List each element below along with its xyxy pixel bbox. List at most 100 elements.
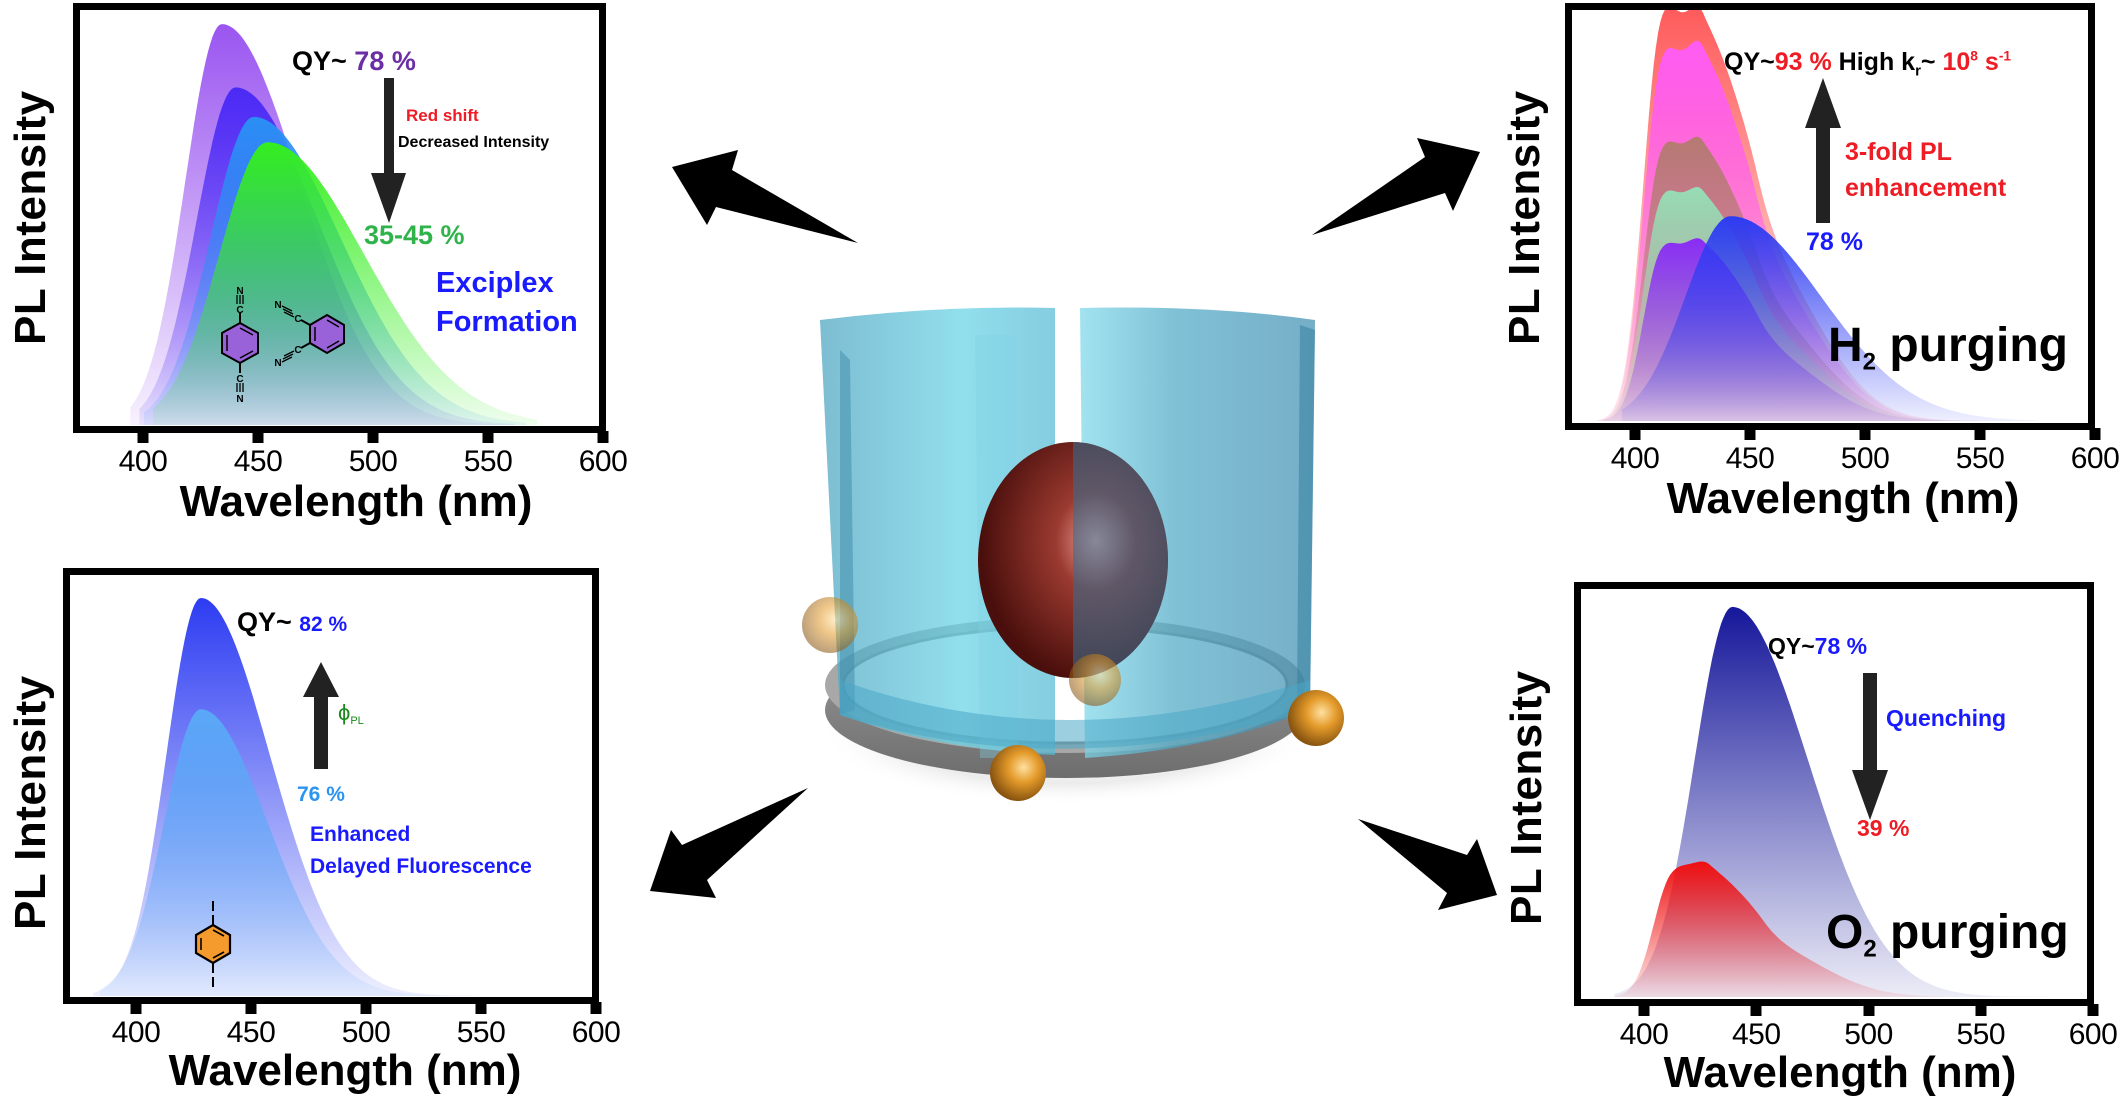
x-tick-label: 400 [118, 445, 168, 478]
atom-n-top: N [236, 286, 243, 297]
down-arrow-icon [1852, 673, 1888, 820]
gas-purging-word: purging [1890, 906, 2069, 959]
x-tick-mark [1859, 428, 1871, 440]
x-tick-label: 600 [571, 1016, 621, 1049]
x-tick-label: 450 [226, 1016, 276, 1049]
h2-purging-label: H2 purging [1828, 318, 2068, 376]
x-tick-mark [597, 431, 609, 443]
atom-c-lower: C [294, 345, 301, 356]
atom-n-lower: N [274, 358, 281, 368]
kr-unit-exponent: -1 [1998, 48, 2012, 64]
final-qy-value: 35-45 % [364, 220, 465, 250]
atom-c-top: C [236, 305, 243, 316]
atom-c-upper: C [294, 314, 301, 325]
qy-kr-label: QY~93 % High kr~ 108 s-1 [1724, 48, 2011, 79]
kr-subscript: r [1915, 62, 1921, 80]
enhancement-label-line2: enhancement [1845, 174, 2007, 202]
kr-tilde: ~ [1920, 48, 1936, 76]
x-tick-mark [2087, 1004, 2099, 1016]
x-tick-mark [590, 1002, 602, 1014]
atom-c-bottom: C [236, 374, 243, 385]
nanoparticle [1069, 654, 1121, 706]
x-tick-label: 500 [341, 1016, 391, 1049]
x-tick-label: 400 [1610, 442, 1660, 475]
spectrum-qy-39- [1614, 861, 1960, 997]
kr-unit: s [1984, 48, 1999, 76]
x-tick-label: 600 [578, 445, 628, 478]
x-tick-label: 600 [2070, 442, 2120, 475]
phthalonitrile-molecule-icon: N C N C [274, 300, 345, 368]
x-tick-label: 550 [463, 445, 513, 478]
red-shift-label: Red shift [406, 106, 479, 125]
exciplex-label-line2: Formation [436, 306, 578, 338]
plot-frame [1574, 582, 2094, 1006]
plot-area-o2 [1614, 606, 2049, 997]
x-tick-label: 600 [2068, 1018, 2118, 1051]
spectrum-qy-78- [1621, 216, 2037, 421]
x-tick-label: 550 [456, 1016, 506, 1049]
x-tick-mark [482, 431, 494, 443]
x-tick-label: 400 [111, 1016, 161, 1049]
exciplex-label-line1: Exciplex [436, 267, 554, 299]
qy-prefix: QY~ [237, 607, 292, 637]
x-tick-label: 450 [1725, 442, 1775, 475]
plot-frame [1565, 3, 2095, 430]
x-tick-label: 500 [1840, 442, 1890, 475]
final-qy-value: 39 % [1857, 815, 1910, 841]
x-axis-label: Wavelength (nm) [179, 477, 533, 526]
phi-symbol: ϕ [338, 700, 351, 725]
x-tick-label: 500 [1844, 1018, 1893, 1051]
qy-value: 78 % [1814, 633, 1868, 659]
x-tick-label: 550 [1956, 1018, 2006, 1051]
x-axis-label: Wavelength (nm) [168, 1046, 522, 1095]
plot-area-delayed [93, 598, 541, 996]
x-tick-mark [137, 431, 149, 443]
x-tick-label: 550 [1955, 442, 2005, 475]
x-tick-mark [130, 1002, 142, 1014]
x-tick-mark [1863, 1004, 1874, 1016]
gas-purging-word: purging [1889, 319, 2068, 372]
down-arrow-icon [371, 78, 406, 223]
arrow-to-top-right-icon [1312, 138, 1480, 235]
atom-n-bottom: N [236, 394, 243, 405]
edf-label-line2: Delayed Fluorescence [310, 855, 532, 878]
x-tick-mark [367, 431, 379, 443]
edf-label-line1: Enhanced [310, 823, 411, 846]
plot-frame [73, 3, 606, 433]
arrow-to-top-left-icon [672, 150, 858, 243]
qy-label: QY~78 % [1768, 633, 1867, 660]
qy-label: QY~ 78 % [292, 46, 416, 77]
qy-value: 93 % [1774, 48, 1832, 76]
x-axis-label: Wavelength (nm) [1666, 474, 2020, 523]
x-tick-label: 450 [1731, 1018, 1781, 1051]
start-qy-value: 76 % [297, 783, 345, 806]
plot-area-h2 [1594, 6, 2037, 422]
x-tick-label: 400 [1619, 1018, 1669, 1051]
decreased-intensity-label: Decreased Intensity [398, 134, 550, 151]
diiodobenzene-molecule-icon [194, 901, 232, 987]
x-tick-label: 500 [348, 445, 398, 478]
x-tick-label: 450 [233, 445, 283, 478]
up-arrow-icon [1805, 78, 1841, 223]
plot-frame [63, 568, 599, 1004]
qy-prefix: QY~ [1724, 48, 1775, 76]
qy-label: QY~ 82 % [237, 607, 347, 638]
gas-symbol: H [1828, 319, 1863, 372]
x-tick-mark [245, 1002, 257, 1014]
x-tick-mark [252, 431, 264, 443]
kr-base: 10 [1942, 48, 1971, 76]
qy-value: 78 % [354, 46, 416, 76]
x-tick-mark [1638, 1004, 1650, 1016]
arrow-to-bottom-right-icon [1358, 819, 1497, 910]
gas-symbol: O [1826, 906, 1864, 959]
nanoparticle [802, 597, 858, 653]
quenching-label: Quenching [1886, 705, 2007, 731]
up-arrow-icon [303, 662, 339, 769]
qy-prefix: QY~ [1768, 633, 1815, 659]
enhancement-label-line1: 3-fold PL [1845, 138, 1952, 166]
phi-pl-symbol: ϕPL [338, 700, 364, 727]
x-tick-mark [1744, 428, 1756, 440]
terephthalonitrile-molecule-icon: N C C N [221, 286, 259, 405]
x-tick-mark [1750, 1004, 1762, 1016]
